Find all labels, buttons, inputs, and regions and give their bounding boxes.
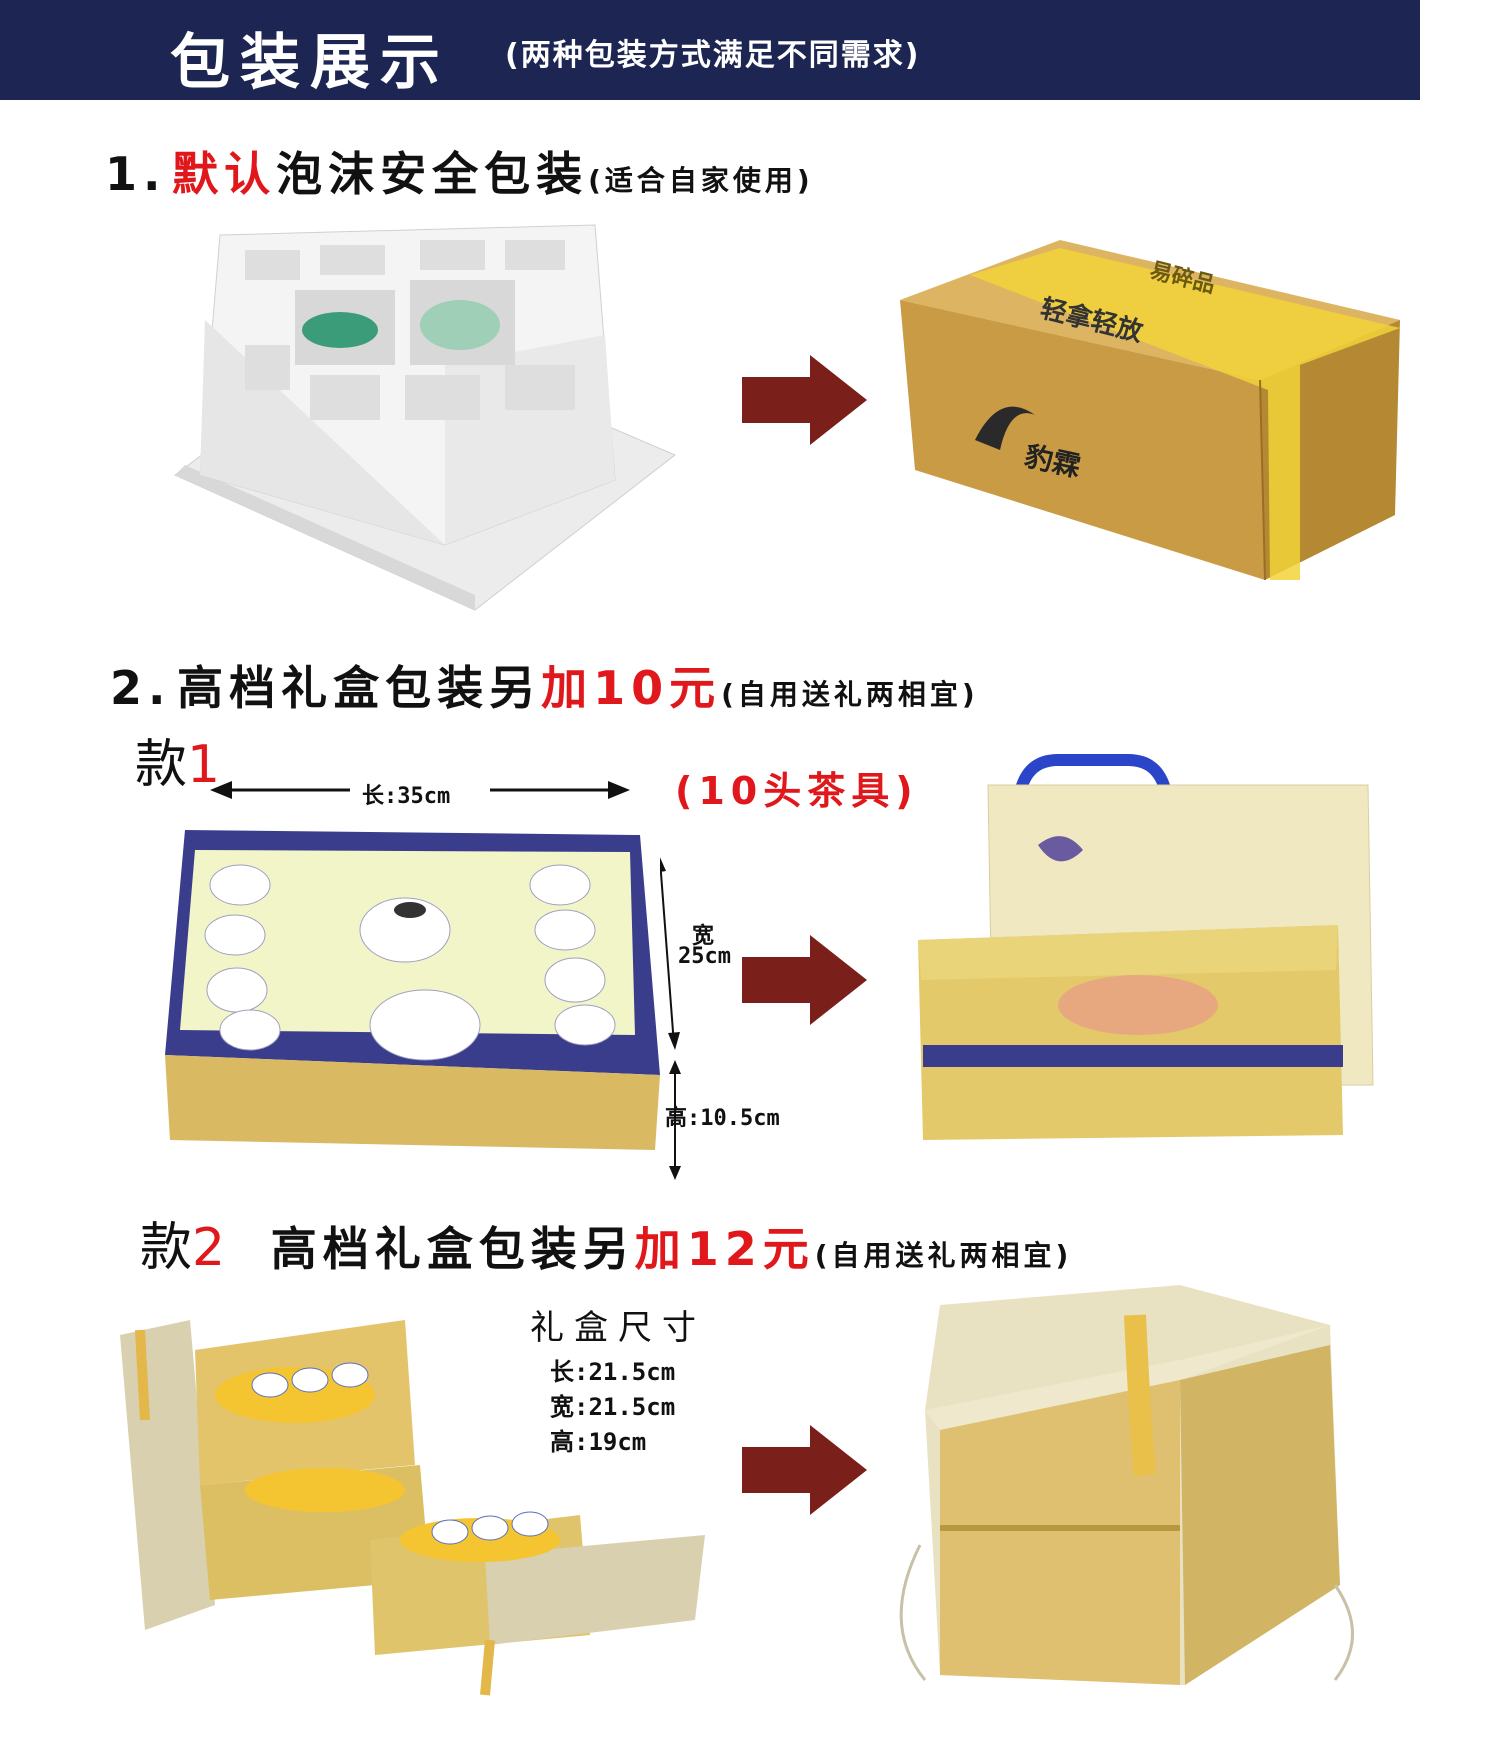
- gift-box-size-height: 高:19cm: [550, 1428, 647, 1456]
- header-title: 包装展示: [170, 28, 450, 98]
- section3-heading: 款2 高档礼盒包装另加12元(自用送礼两相宜): [140, 1205, 1072, 1280]
- two-tier-box-open-photo: [120, 1320, 705, 1696]
- gift-box-size-title: 礼盒尺寸: [530, 1308, 706, 1348]
- style1-number: 1: [187, 735, 221, 795]
- dimension-width-label: 宽: [692, 924, 715, 949]
- section1-title: 泡沫安全包装: [276, 147, 589, 201]
- gift-box-size-length: 长:21.5cm: [550, 1358, 676, 1386]
- style2-number: 2: [192, 1218, 226, 1278]
- section1-heading: 1. 默认泡沫安全包装(适合自家使用): [105, 138, 814, 204]
- foam-packaging-photo: [174, 224, 676, 611]
- section1-note: (适合自家使用): [588, 164, 814, 197]
- style2-word: 款: [140, 1218, 193, 1278]
- height-arrow-icon: [669, 1060, 681, 1180]
- carton-box-photo: 易碎品 轻拿轻放 豹霖: [900, 240, 1400, 585]
- dimension-width-value: 25cm: [678, 944, 731, 969]
- gift-box-closed-photo: [918, 754, 1374, 1140]
- length-arrow-icon: [210, 781, 630, 799]
- section2-heading: 2. 高档礼盒包装另加10元(自用送礼两相宜): [110, 652, 979, 718]
- section2-note: (自用送礼两相宜): [721, 678, 979, 711]
- gift-box-size-width: 宽:21.5cm: [550, 1393, 676, 1421]
- section2-price: 加10元: [541, 661, 722, 715]
- style1-word: 款: [135, 735, 188, 795]
- two-tier-box-closed-photo: [899, 1285, 1354, 1685]
- section3-note: (自用送礼两相宜): [814, 1239, 1073, 1272]
- section1-title-highlight: 默认: [172, 147, 277, 201]
- arrow-icon: [742, 935, 867, 1025]
- section3-price: 加12元: [634, 1222, 815, 1276]
- gift-box-open-photo: [165, 830, 660, 1150]
- arrow-icon: [742, 355, 867, 445]
- section3-title: 高档礼盒包装另: [270, 1222, 635, 1276]
- header-banner: [0, 0, 1420, 100]
- dimension-height: 高:10.5cm: [665, 1106, 780, 1131]
- dimension-length: 长:35cm: [362, 784, 451, 809]
- section2-title: 高档礼盒包装另: [177, 661, 542, 715]
- section2-number: 2.: [110, 661, 172, 715]
- section1-number: 1.: [105, 147, 167, 201]
- style1-label: 款1: [135, 722, 220, 797]
- tea-set-note: (10头茶具): [675, 769, 919, 813]
- header-subtitle: (两种包装方式满足不同需求): [505, 38, 921, 73]
- arrow-icon: [742, 1425, 867, 1515]
